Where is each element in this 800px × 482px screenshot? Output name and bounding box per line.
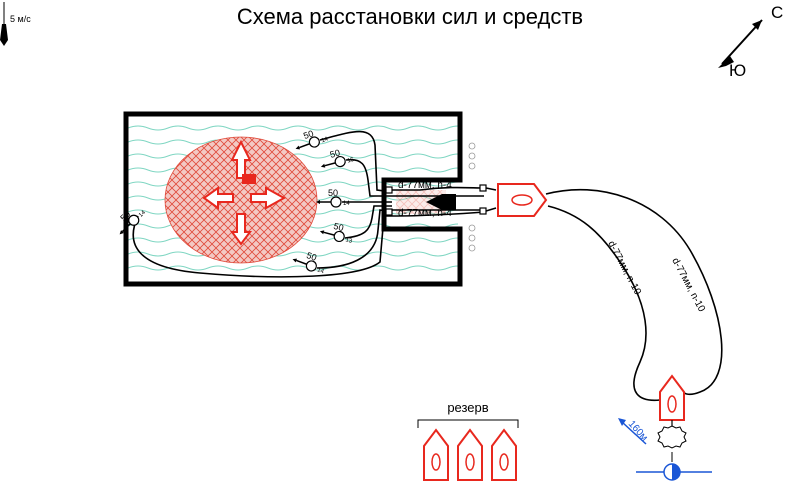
nozzle-diameter-label: 50 — [333, 221, 345, 233]
compass-south-label: Ю — [729, 61, 746, 80]
nozzle-number-label: 14 — [316, 267, 325, 275]
compass-north-label: С — [771, 3, 783, 22]
distance-arrow-icon — [618, 418, 647, 445]
fire-spread-arrow-icon — [202, 186, 234, 210]
nozzle-icon: 50 14 — [295, 128, 330, 150]
reserve-label: резерв — [447, 400, 488, 415]
fire-spread-arrows — [202, 139, 287, 246]
nozzle-icon: 50 14 — [292, 250, 325, 276]
nozzle-icon: 50 14 — [316, 188, 350, 208]
nozzle-diameter-label: 50 — [305, 250, 318, 263]
hose-label-lower: d-77мм, n-4 — [398, 208, 452, 219]
nozzle-number-label: 14 — [138, 209, 147, 218]
scheme-title: Схема расстановки сил и средств — [237, 4, 583, 29]
wall-markers — [468, 142, 476, 252]
nozzle-number-label: 13 — [345, 237, 354, 245]
nozzle-number-label: 14 — [321, 136, 330, 144]
hose-lines-inside — [132, 130, 393, 278]
hose-label-long-left: d-77мм, n-10 — [605, 239, 643, 297]
fire-source-marker — [242, 174, 256, 184]
nozzle-diameter-label: 50 — [302, 128, 315, 141]
long-hose-lines — [545, 188, 723, 402]
reserve-trucks — [423, 428, 517, 481]
fire-spread-arrow-icon — [250, 186, 287, 210]
hydrant-truck-icon — [659, 374, 685, 421]
fire-truck-icon — [497, 183, 548, 217]
compass-arrow-icon — [718, 19, 763, 68]
reserve-truck-icon — [423, 428, 449, 481]
nozzle-icon: 50 15 — [320, 148, 356, 168]
wind-indicator-icon — [0, 2, 8, 46]
hydrant-icon — [636, 463, 712, 481]
distance-label: 160м — [626, 419, 650, 444]
fire-spread-arrow-icon — [230, 213, 252, 246]
reserve-truck-icon — [491, 428, 517, 481]
suction-hose-icon — [657, 420, 687, 462]
building — [123, 111, 476, 287]
reserve-bracket — [417, 419, 519, 428]
entrance-hoses — [385, 184, 497, 217]
fire-zone-hatched-icon — [164, 136, 318, 264]
nozzle-number-label: 15 — [347, 157, 356, 165]
nozzle-number-label: 14 — [343, 201, 350, 207]
nozzle-diameter-label: 50 — [328, 188, 338, 198]
hose-label-upper: d-77мм, n-4 — [398, 180, 452, 191]
reserve-truck-icon — [457, 428, 483, 481]
wind-speed-label: 5 м/с — [10, 14, 31, 24]
building-walls — [123, 111, 463, 287]
nozzle-diameter-label: 50 — [329, 148, 341, 160]
hose-label-long-right: d-77мм, n-10 — [669, 256, 707, 314]
entry-direction-arrow-icon — [426, 194, 456, 210]
